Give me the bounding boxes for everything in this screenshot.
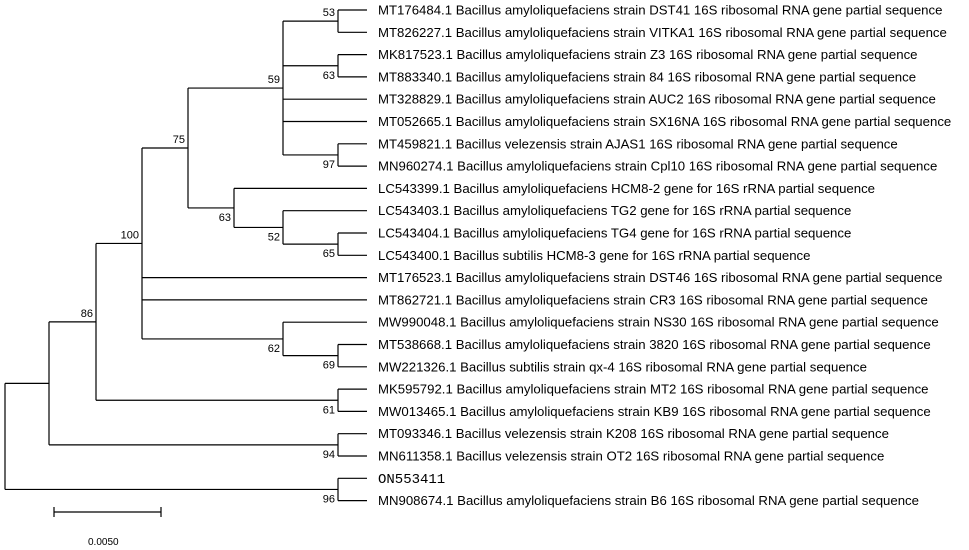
taxon-label: MT328829.1 Bacillus amyloliquefaciens st… (378, 92, 936, 107)
taxon-label: MW013465.1 Bacillus amyloliquefaciens st… (378, 404, 931, 419)
taxon-label: LC543399.1 Bacillus amyloliquefaciens HC… (378, 181, 875, 196)
bootstrap-value: 94 (323, 449, 335, 461)
taxon-label: MT052665.1 Bacillus amyloliquefaciens st… (378, 114, 951, 129)
taxon-label: MN908674.1 Bacillus amyloliquefaciens st… (378, 493, 919, 508)
taxon-label: MW990048.1 Bacillus amyloliquefaciens st… (378, 315, 939, 330)
bootstrap-values: 53 63 97 59 65 52 63 75 69 62 100 61 86 94 96 (81, 7, 335, 505)
bootstrap-value: 65 (323, 248, 335, 260)
bootstrap-value: 97 (323, 159, 335, 171)
taxon-label: MN960274.1 Bacillus amyloliquefaciens st… (378, 159, 937, 174)
bootstrap-value: 86 (81, 308, 93, 320)
bootstrap-value: 62 (268, 343, 280, 355)
bootstrap-value: 100 (121, 229, 139, 241)
bootstrap-value: 69 (323, 360, 335, 372)
query-taxon-label: ON553411 (378, 472, 445, 488)
scale-bar: 0.0050 (53, 507, 162, 548)
taxon-label: LC543400.1 Bacillus subtilis HCM8-3 gene… (378, 248, 811, 263)
taxon-label: MK817523.1 Bacillus amyloliquefaciens st… (378, 47, 918, 62)
taxon-labels: MT176484.1 Bacillus amyloliquefaciens st… (378, 3, 951, 509)
taxon-label: MT826227.1 Bacillus amyloliquefaciens st… (378, 25, 947, 40)
tree-branches (4, 9, 367, 502)
taxon-label: MT862721.1 Bacillus amyloliquefaciens st… (378, 292, 928, 307)
taxon-label: MT538668.1 Bacillus amyloliquefaciens st… (378, 337, 931, 352)
bootstrap-value: 52 (268, 231, 280, 243)
bootstrap-value: 61 (323, 404, 335, 416)
bootstrap-value: 63 (323, 70, 335, 82)
taxon-label: MN611358.1 Bacillus velezensis strain OT… (378, 449, 884, 464)
taxon-label: MT883340.1 Bacillus amyloliquefaciens st… (378, 69, 916, 84)
scale-bar-label: 0.0050 (88, 537, 119, 548)
taxon-label: LC543403.1 Bacillus amyloliquefaciens TG… (378, 203, 851, 218)
bootstrap-value: 75 (173, 134, 185, 146)
taxon-label: MT176523.1 Bacillus amyloliquefaciens st… (378, 270, 942, 285)
bootstrap-value: 63 (219, 212, 231, 224)
taxon-label: MT459821.1 Bacillus velezensis strain AJ… (378, 136, 898, 151)
taxon-label: LC543404.1 Bacillus amyloliquefaciens TG… (378, 226, 851, 241)
bootstrap-value: 96 (323, 493, 335, 505)
taxon-label: MT093346.1 Bacillus velezensis strain K2… (378, 426, 889, 441)
bootstrap-value: 59 (268, 74, 280, 86)
taxon-label: MK595792.1 Bacillus amyloliquefaciens st… (378, 382, 929, 397)
taxon-label: MT176484.1 Bacillus amyloliquefaciens st… (378, 3, 942, 18)
taxon-label: MW221326.1 Bacillus subtilis strain qx-4… (378, 359, 867, 374)
bootstrap-value: 53 (323, 7, 335, 19)
